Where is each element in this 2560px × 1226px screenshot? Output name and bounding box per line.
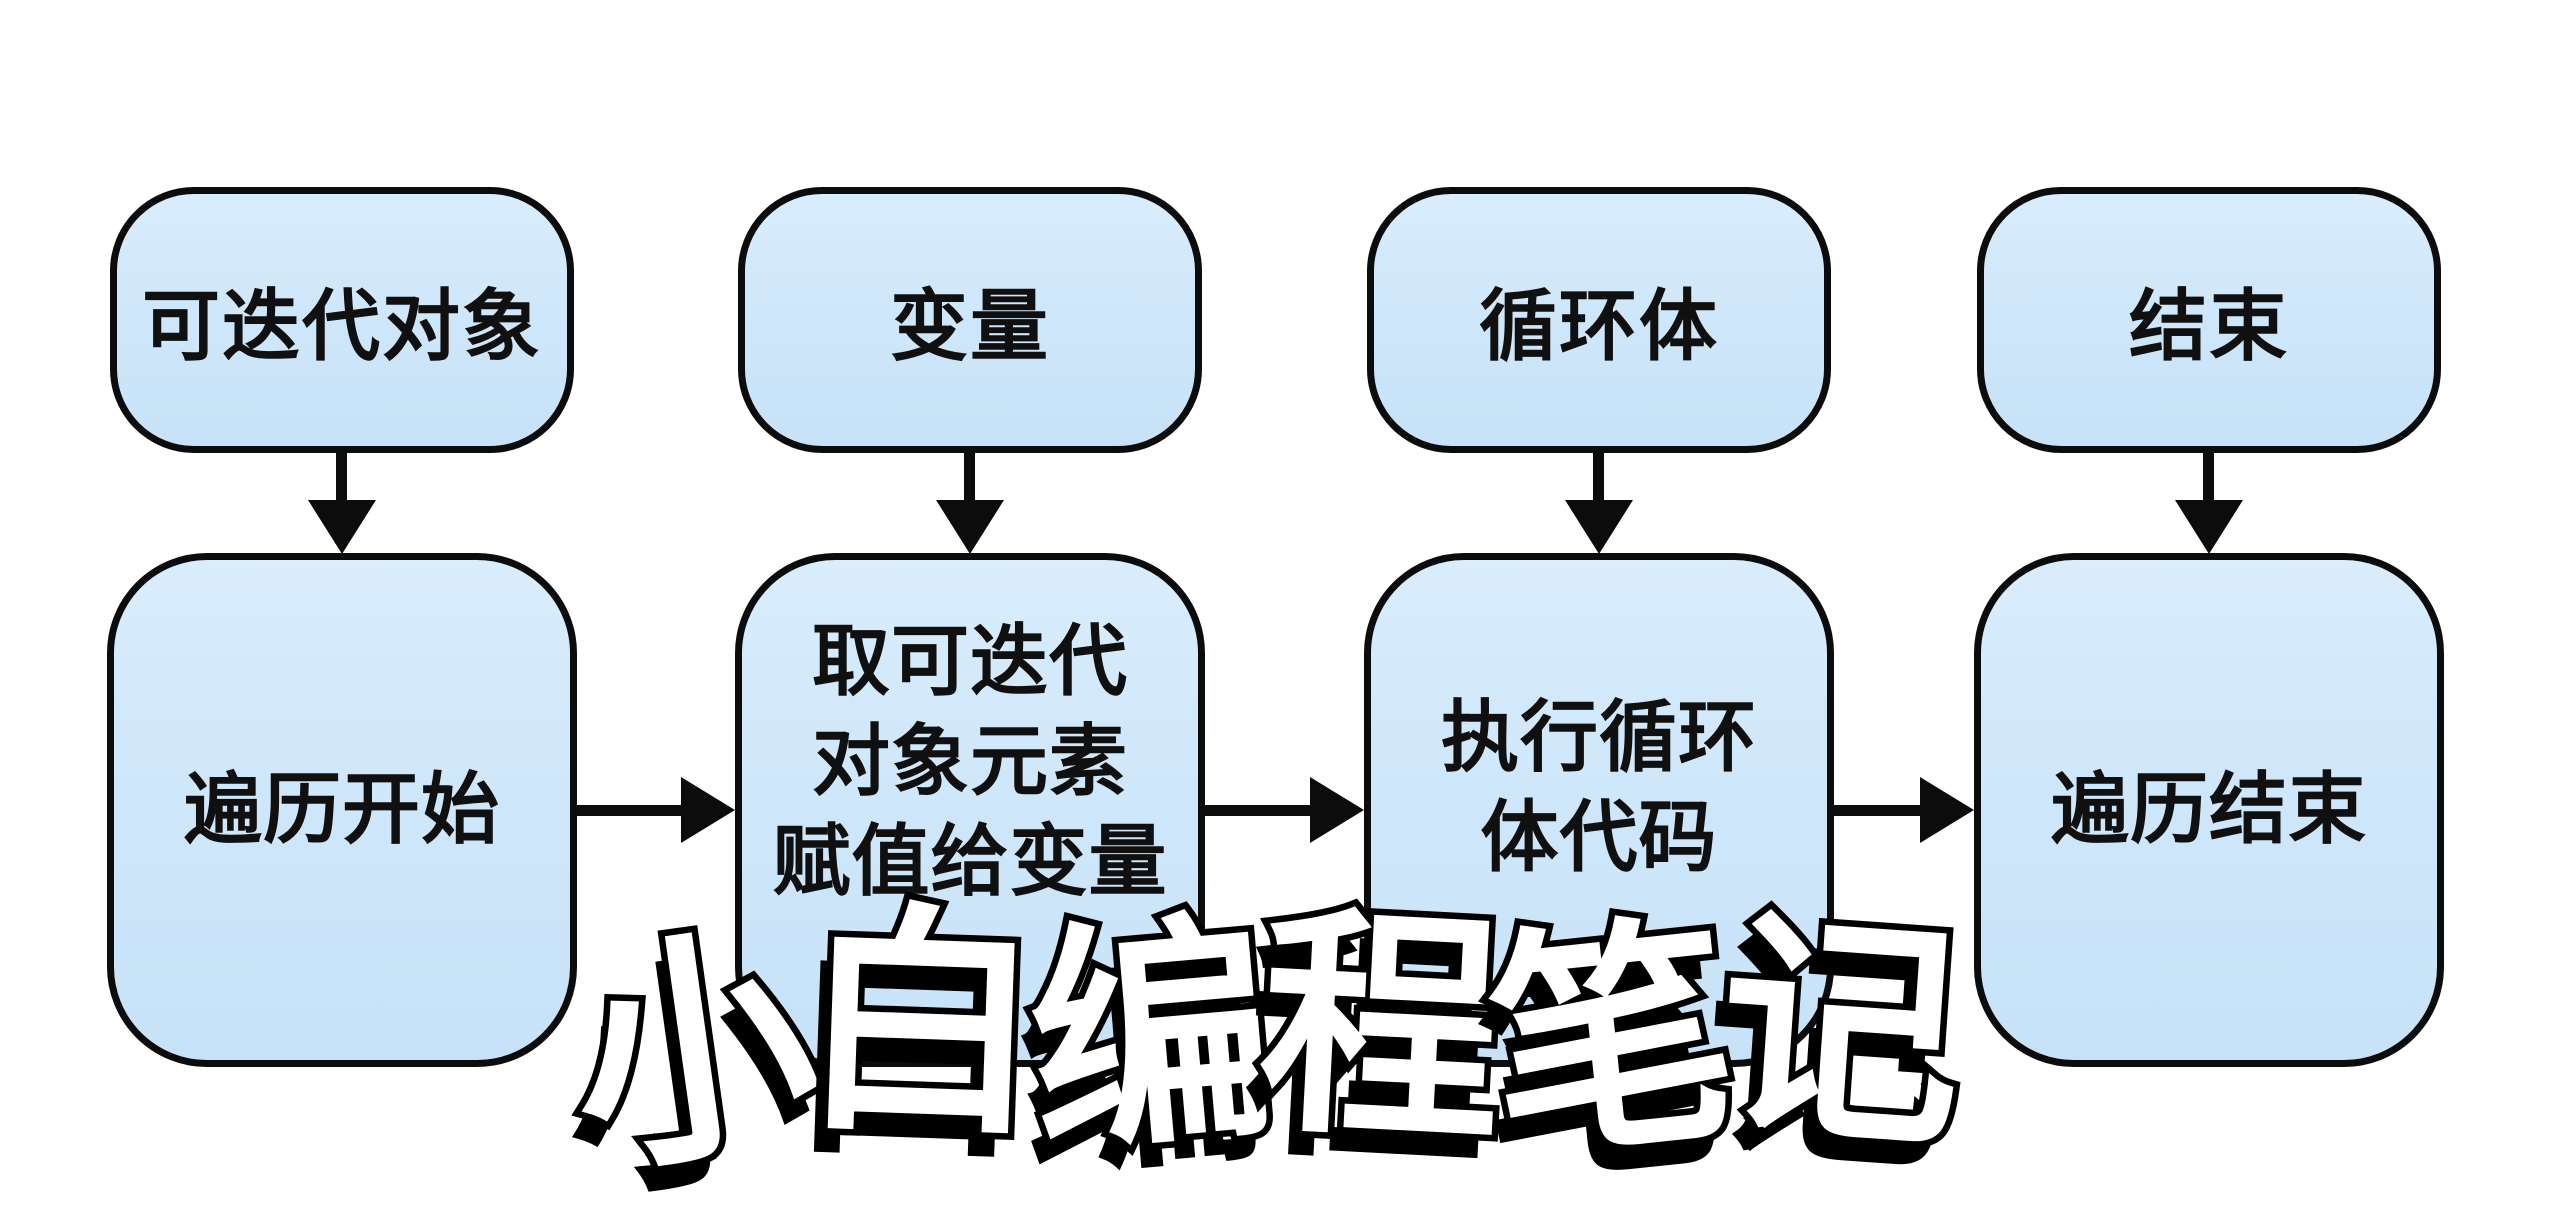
node-end: 结束 [1977,187,2441,453]
watermark-char: 程 [1247,882,1504,1177]
node-traverse-start: 遍历开始 [107,553,577,1067]
watermark-char: 记 [1704,884,1965,1182]
node-traverse-end-label: 遍历结束 [2050,765,2367,854]
node-take-element-assign: 取可迭代 对象元素 赋值给变量 [735,553,1205,1067]
node-variable-label: 变量 [889,282,1050,370]
node-take-element-line-1: 取可迭代 [811,617,1128,706]
node-variable: 变量 [738,187,1202,453]
node-traverse-start-label: 遍历开始 [183,765,500,854]
watermark-char: 白 [789,880,1041,1171]
node-take-element-line-2: 对象元素 [811,717,1128,806]
node-iterable-object: 可迭代对象 [110,187,574,453]
node-execute-line-1: 执行循环 [1440,693,1757,782]
node-end-label: 结束 [2128,282,2289,370]
node-take-element-line-3: 赋值给变量 [772,816,1168,905]
watermark-char: 笔 [1471,890,1741,1196]
node-execute-loop-body: 执行循环 体代码 [1364,553,1834,1067]
watermark-char: 编 [1013,888,1279,1190]
node-iterable-object-label: 可迭代对象 [141,282,542,370]
watermark-char: 小 [549,899,827,1211]
node-traverse-end: 遍历结束 [1974,553,2444,1067]
watermark-text: 小 白 编 程 笔 记 [549,880,1966,1211]
node-loop-body-label: 循环体 [1478,282,1719,370]
node-loop-body: 循环体 [1367,187,1831,453]
node-execute-line-2: 体代码 [1480,793,1718,881]
